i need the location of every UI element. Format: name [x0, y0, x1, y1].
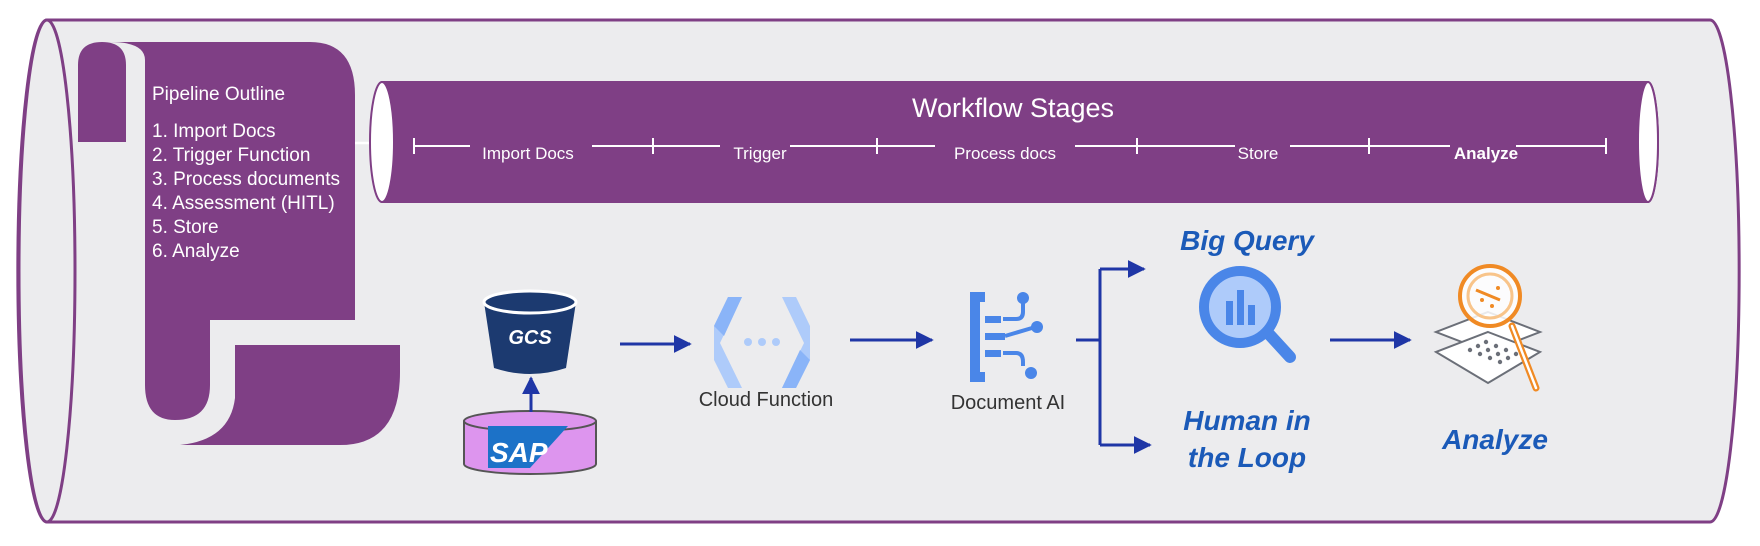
stage-label: Import Docs: [482, 144, 574, 163]
stage-label: Process docs: [954, 144, 1056, 163]
analyze-magnifier-icon: [1433, 264, 1543, 392]
docai-branch-connector: [1076, 260, 1152, 454]
outline-item: 6. Analyze: [152, 241, 240, 262]
hitl-label-line2: the Loop: [1188, 442, 1306, 473]
cloud-function-label: Cloud Function: [699, 389, 834, 411]
hitl-label-line1: Human in: [1183, 405, 1311, 436]
document-ai-label: Document AI: [951, 392, 1066, 414]
document-ai-icon: [970, 292, 1043, 382]
workflow-title: Workflow Stages: [912, 93, 1114, 123]
analyze-label: Analyze: [1441, 424, 1548, 455]
outline-item: 4. Assessment (HITL): [152, 193, 335, 214]
outline-title: Pipeline Outline: [152, 84, 285, 105]
stage-label: Store: [1238, 144, 1279, 163]
gcs-label: GCS: [508, 327, 552, 349]
stage-label: Analyze: [1454, 144, 1518, 163]
bigquery-icon: [1199, 266, 1296, 363]
bigquery-label: Big Query: [1180, 225, 1315, 256]
outline-item: 5. Store: [152, 217, 219, 238]
outline-item: 2. Trigger Function: [152, 145, 310, 166]
sap-database-icon: SAP: [463, 410, 597, 475]
outline-item: 3. Process documents: [152, 169, 340, 190]
sap-label: SAP: [490, 437, 548, 468]
cloud-function-icon: [714, 297, 810, 388]
stage-label: Trigger: [733, 144, 787, 163]
outline-item: 1. Import Docs: [152, 121, 276, 142]
gcs-bucket-icon: GCS: [482, 289, 578, 374]
workflow-stages-tube: Workflow Stages Import Docs Trigger Proc…: [369, 81, 1659, 203]
stage-timeline: [413, 138, 1607, 154]
